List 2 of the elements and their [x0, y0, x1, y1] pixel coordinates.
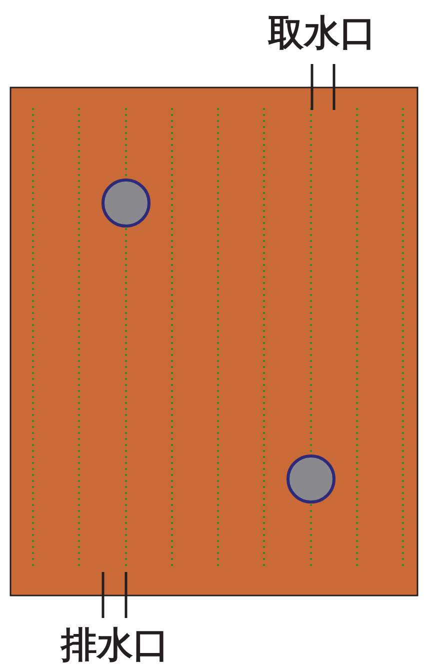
drain-label: 排水口 — [61, 626, 169, 666]
inlet-label: 取水口 — [268, 14, 376, 54]
